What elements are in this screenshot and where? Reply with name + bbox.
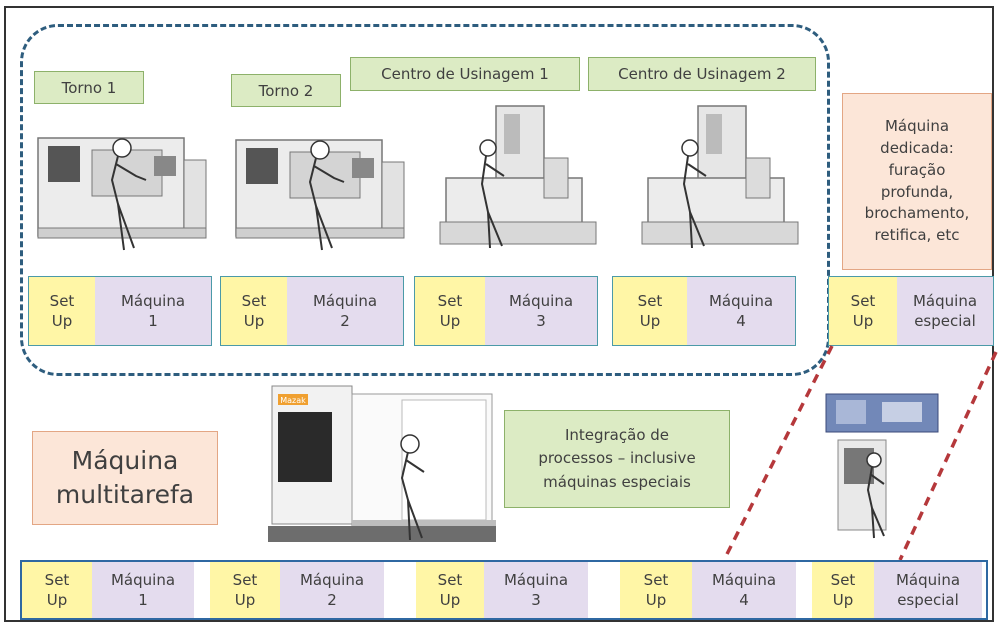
top-pair-3: Set Up Máquina 3	[414, 276, 598, 346]
setup-cell: Set Up	[29, 277, 95, 345]
lathe-2-illustration	[235, 139, 405, 251]
bottom-pair-2: Set Up Máquina 2	[210, 562, 390, 618]
setup-cell: Set Up	[416, 562, 484, 618]
conventional-cell-region	[20, 24, 830, 376]
label-centro-usinagem-2: Centro de Usinagem 2	[588, 57, 816, 91]
brand-badge: Mazak	[280, 396, 306, 405]
machine-cell: Máquina 2	[280, 562, 384, 618]
label-multitask-machine: Máquina multitarefa	[32, 431, 218, 525]
bottom-pair-special: Set Up Máquina especial	[812, 562, 986, 618]
label-torno-2: Torno 2	[231, 74, 341, 107]
setup-cell: Set Up	[210, 562, 280, 618]
label-centro-usinagem-1: Centro de Usinagem 1	[350, 57, 580, 91]
top-pair-special: Set Up Máquina especial	[828, 276, 994, 346]
top-pair-1: Set Up Máquina 1	[28, 276, 212, 346]
machine-cell: Máquina especial	[897, 277, 993, 345]
setup-cell: Set Up	[22, 562, 92, 618]
label-torno-1: Torno 1	[34, 71, 144, 104]
bottom-pair-3: Set Up Máquina 3	[416, 562, 592, 618]
bottom-pair-4: Set Up Máquina 4	[620, 562, 796, 618]
machining-center-2-illustration	[641, 105, 799, 249]
setup-cell: Set Up	[620, 562, 692, 618]
machine-cell: Máquina 1	[95, 277, 211, 345]
machine-cell: Máquina 3	[485, 277, 597, 345]
setup-cell: Set Up	[221, 277, 287, 345]
setup-cell: Set Up	[812, 562, 874, 618]
machine-cell: Máquina 1	[92, 562, 194, 618]
label-dedicated-machine: Máquina dedicada: furação profunda, broc…	[842, 93, 992, 270]
machining-center-1-illustration	[439, 105, 597, 249]
top-pair-2: Set Up Máquina 2	[220, 276, 404, 346]
setup-cell: Set Up	[613, 277, 687, 345]
top-pair-4: Set Up Máquina 4	[612, 276, 796, 346]
setup-cell: Set Up	[415, 277, 485, 345]
machine-cell: Máquina especial	[874, 562, 982, 618]
integrated-process-bar: Set Up Máquina 1 Set Up Máquina 2 Set Up…	[20, 560, 988, 620]
machine-cell: Máquina 4	[692, 562, 796, 618]
label-process-integration: Integração de processos – inclusive máqu…	[504, 410, 730, 508]
machine-cell: Máquina 2	[287, 277, 403, 345]
machine-cell: Máquina 4	[687, 277, 795, 345]
machine-cell: Máquina 3	[484, 562, 588, 618]
setup-cell: Set Up	[829, 277, 897, 345]
lathe-1-illustration	[37, 137, 207, 251]
bottom-pair-1: Set Up Máquina 1	[22, 562, 198, 618]
special-machine-illustration	[825, 393, 939, 539]
multitask-machine-illustration: Mazak	[268, 385, 496, 542]
